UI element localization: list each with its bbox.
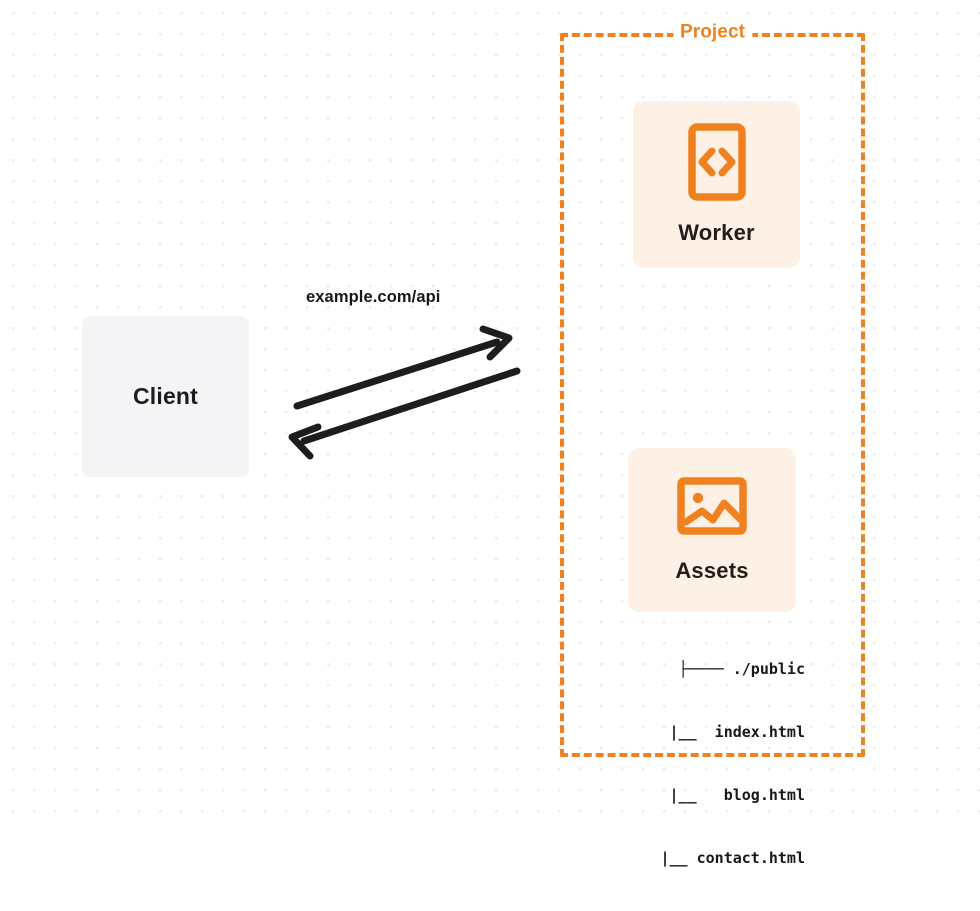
file-tree-row: |__ contact.html [633,849,805,867]
request-arrow [293,325,513,410]
file-tree-row: |__ blog.html [624,786,805,804]
node-worker-label: Worker [678,220,755,245]
node-client[interactable]: Client [82,316,249,477]
node-assets[interactable]: Assets [628,448,796,612]
connection-label: example.com/api [306,288,441,306]
image-picture-icon [677,476,747,540]
file-tree-row: ├──── ./public [678,660,805,678]
node-client-label: Client [132,383,199,409]
diagram-canvas: Client example.com/api Project Worker [0,0,980,867]
code-brackets-icon [687,123,746,206]
project-title: Project [672,21,753,44]
assets-file-tree: ├──── ./public |__ index.html |__ blog.h… [560,617,805,911]
file-tree-row: |__ index.html [624,723,805,741]
project-container: Project [560,21,865,757]
node-assets-label: Assets [675,557,749,583]
response-arrow [288,367,521,460]
node-worker[interactable]: Worker [633,101,800,268]
